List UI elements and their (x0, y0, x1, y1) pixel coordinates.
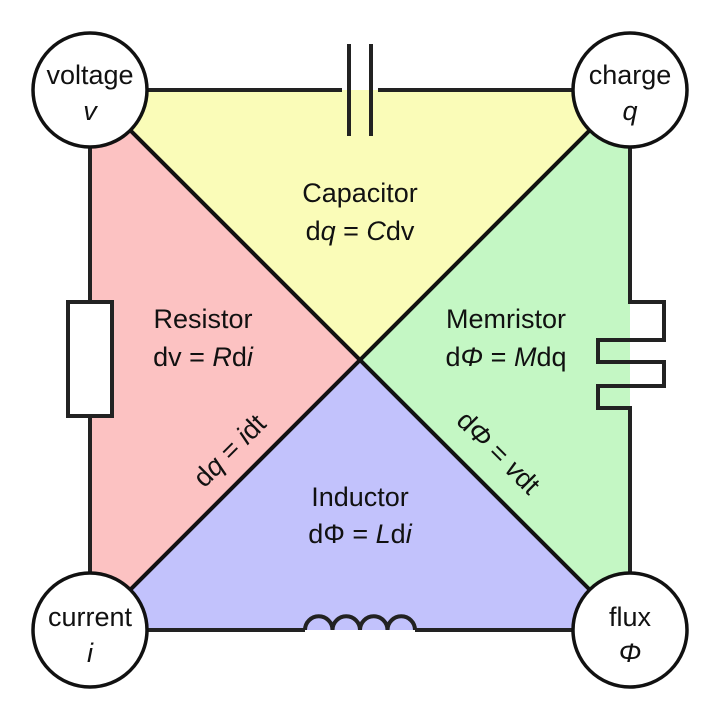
capacitor-region (90, 90, 630, 360)
capacitor-equation: dq = Cdv (306, 216, 415, 246)
current-node: current i (31, 571, 149, 689)
resistor-region (90, 90, 360, 630)
inductor-name: Inductor (311, 482, 409, 512)
charge-node: charge q (571, 31, 689, 149)
current-node-symbol: i (87, 638, 94, 668)
inductor-label: Inductor dΦ = Ldi (308, 482, 412, 549)
resistor-name: Resistor (153, 304, 252, 334)
diagonal-edge-right (88, 88, 632, 632)
inductor-equation: dΦ = Ldi (308, 519, 412, 549)
capacitor-label: Capacitor dq = Cdv (302, 178, 418, 246)
inductor-region (90, 360, 630, 630)
voltage-node: voltage v (31, 31, 149, 149)
flux-node-name: flux (609, 602, 652, 632)
memristor-name: Memristor (446, 304, 566, 334)
capacitor-name: Capacitor (302, 178, 418, 208)
memristor-region (360, 90, 630, 630)
voltage-node-name: voltage (46, 60, 133, 90)
flux-node: flux Φ (571, 571, 689, 689)
charge-node-name: charge (589, 60, 672, 90)
memristor-symbol (596, 90, 666, 630)
voltage-node-symbol: v (83, 96, 98, 126)
resistor-equation: dv = Rdi (153, 342, 254, 372)
memristor-equation: dΦ = Mdq (446, 342, 567, 372)
current-node-name: current (48, 602, 133, 632)
memristor-label: Memristor dΦ = Mdq (446, 304, 567, 372)
charge-node-symbol: q (622, 96, 637, 126)
flux-node-symbol: Φ (619, 638, 642, 668)
resistor-label: Resistor dv = Rdi (153, 304, 254, 372)
